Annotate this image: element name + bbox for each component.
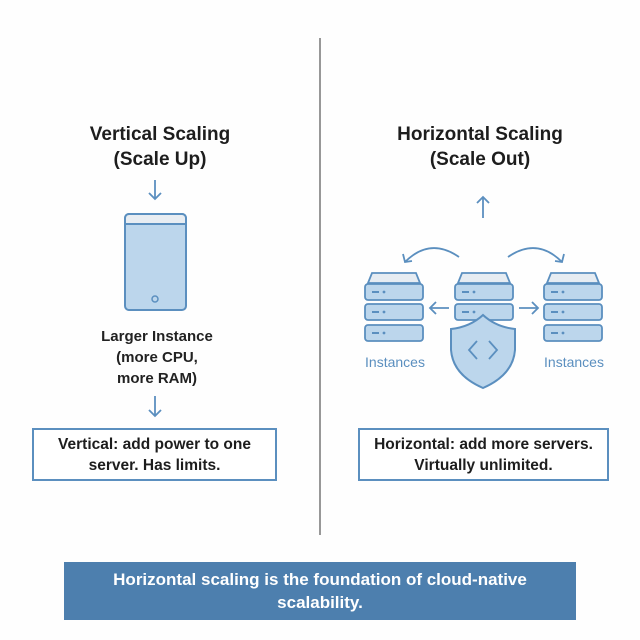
curved-arrow-left-icon: [402, 247, 460, 264]
summary-line: Horizontal: add more servers.: [374, 435, 593, 453]
summary-line: server. Has limits.: [88, 456, 221, 474]
curved-arrow-right-icon: [507, 247, 565, 264]
label-line: (more CPU,: [116, 349, 198, 366]
arrow-down-icon: [148, 396, 162, 418]
label-line: more RAM): [116, 370, 197, 387]
arrow-right-icon: [519, 301, 540, 315]
arrow-left-icon: [428, 301, 449, 315]
server-stack-right-icon: [543, 272, 603, 342]
title-line: (Scale Out): [429, 149, 531, 170]
summary-line: Vertical: add power to one: [58, 435, 251, 453]
banner-line: Horizontal scaling is the foundation of …: [113, 570, 527, 589]
server-stack-left-icon: [364, 272, 424, 342]
arrow-up-icon: [476, 195, 490, 218]
banner-line: scalability.: [277, 593, 363, 612]
vertical-title: Vertical Scaling (Scale Up): [20, 122, 300, 172]
instances-right-label: Instances: [544, 354, 604, 370]
shield-code-icon: [450, 313, 516, 390]
horizontal-summary-box: Horizontal: add more servers. Virtually u…: [358, 428, 609, 481]
summary-line: Virtually unlimited.: [414, 456, 553, 474]
instances-left-label: Instances: [365, 354, 425, 370]
vertical-summary-box: Vertical: add power to one server. Has li…: [32, 428, 277, 481]
arrow-down-icon: [148, 180, 162, 201]
larger-instance-label: Larger Instance (more CPU, more RAM): [57, 326, 257, 389]
title-line: Horizontal Scaling: [397, 124, 563, 145]
conclusion-banner: Horizontal scaling is the foundation of …: [64, 562, 576, 620]
label-line: Larger Instance: [101, 328, 213, 345]
server-stack-center-icon: [454, 272, 514, 321]
title-line: Vertical Scaling: [89, 124, 231, 145]
large-instance-icon: [124, 213, 187, 311]
horizontal-title: Horizontal Scaling (Scale Out): [340, 122, 620, 172]
title-line: (Scale Up): [113, 149, 207, 170]
